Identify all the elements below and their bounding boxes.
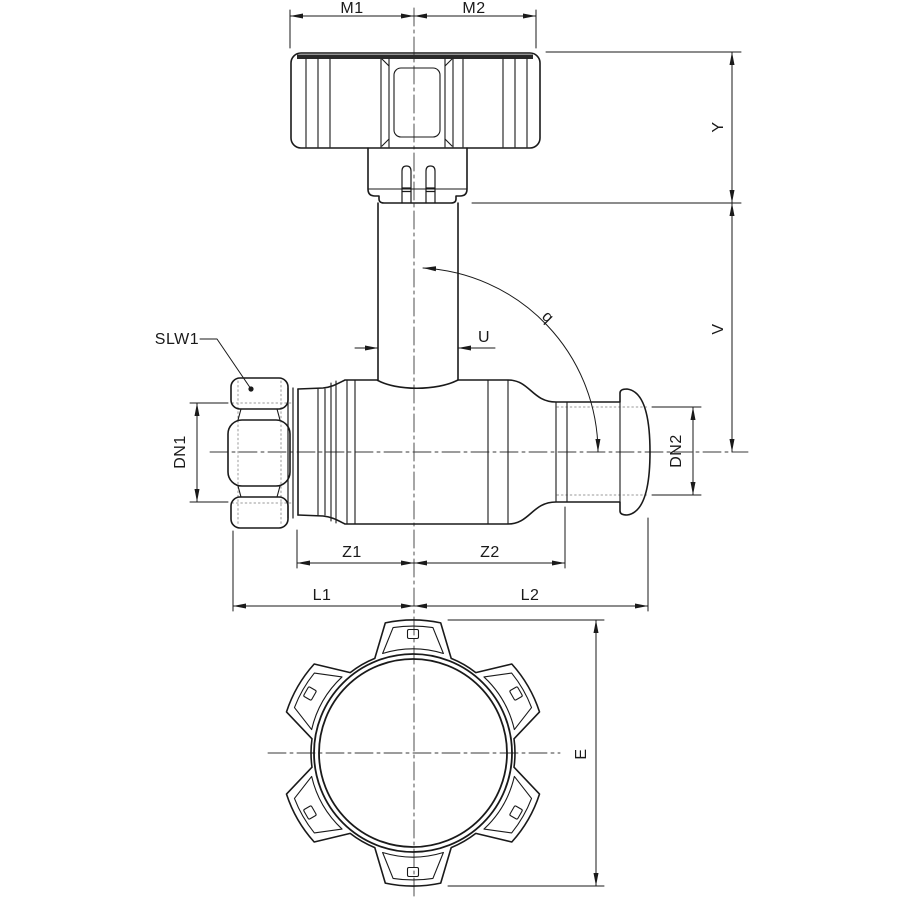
valve-stem — [377, 202, 459, 381]
dim-label-l2: L2 — [521, 587, 540, 604]
handwheel-front-view — [285, 619, 541, 887]
knob-rim-inner-circle — [318, 658, 508, 848]
dimension-dn2 — [651, 406, 702, 496]
dimension-dn1 — [189, 402, 229, 503]
handwheel-outline — [290, 52, 541, 149]
handwheel-side-view — [290, 52, 541, 204]
dim-label-z2: Z2 — [480, 544, 500, 561]
dim-label-dn1: DN1 — [172, 435, 189, 469]
body-feature-lines — [317, 379, 621, 525]
dimension-y-v — [471, 51, 742, 453]
dim-label-u: U — [478, 329, 490, 346]
handwheel-hub — [367, 147, 468, 204]
body-bottom-profile — [297, 451, 651, 525]
dim-label-m2: M2 — [462, 0, 485, 17]
handwheel-facets — [305, 58, 528, 148]
dim-label-dn2: DN2 — [668, 434, 685, 468]
knob-outline — [285, 619, 541, 887]
dim-label-y: Y — [710, 121, 727, 132]
dim-label-m1: M1 — [340, 0, 363, 17]
part-label-slw1: SLW1 — [155, 331, 199, 348]
leader-dot — [248, 386, 254, 392]
dim-label-angle: q — [538, 308, 557, 327]
dim-label-e: E — [573, 748, 590, 759]
dim-label-z1: Z1 — [342, 544, 362, 561]
label-layer: M1 M2 Y V U q SLW1 DN1 DN2 Z1 Z2 L1 L2 E — [155, 0, 727, 760]
dimension-z1-z2 — [296, 506, 566, 569]
union-nut — [227, 377, 294, 529]
spring-clips — [401, 165, 436, 204]
geometry-layer — [189, 7, 749, 898]
dimension-angle-arc — [422, 266, 601, 453]
handwheel-top-band — [297, 54, 533, 59]
dimension-e — [447, 619, 605, 887]
dim-label-v: V — [710, 323, 727, 334]
dim-label-l1: L1 — [313, 587, 332, 604]
dimension-layer — [189, 9, 742, 887]
slw1-leader — [199, 338, 254, 392]
knob-rim-outer-circle — [313, 653, 513, 853]
dimension-l1-l2 — [232, 517, 649, 612]
washer — [287, 387, 294, 519]
dimension-m1-m2 — [289, 9, 537, 49]
